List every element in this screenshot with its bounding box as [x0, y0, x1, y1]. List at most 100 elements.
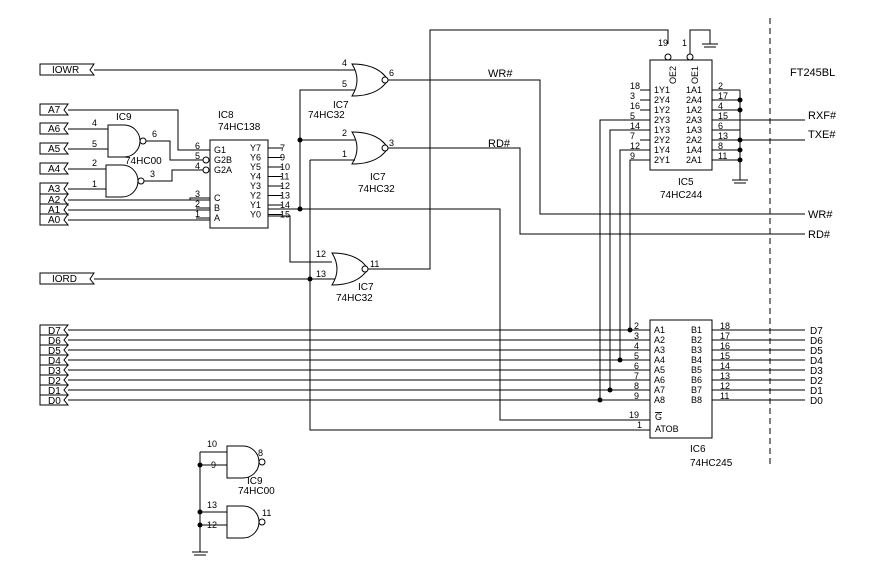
- wr-out-label: WR#: [808, 209, 833, 221]
- ic7-type-1: 74HC32: [308, 110, 345, 121]
- ic7-name-2: IC7: [370, 172, 386, 183]
- ic6-pin-number: 17: [720, 331, 730, 341]
- ic9-unused-gates: 10 9 8 IC9 74HC00 13 12 11: [192, 439, 275, 556]
- ic5-pin-name: 2A2: [686, 135, 702, 145]
- ic5-pin-name: 2Y4: [654, 95, 670, 105]
- ic6-pin-name: A5: [654, 365, 665, 375]
- a1-terminal: [39, 203, 70, 216]
- ic8-pin-name: B: [214, 203, 220, 213]
- ic7-gate1: [351, 63, 389, 97]
- d-in-label: D0: [48, 396, 61, 407]
- ic6-pin-number: 6: [634, 361, 639, 371]
- iowr-label: IOWR: [52, 65, 79, 76]
- ic6-pin-number: 4: [634, 341, 639, 351]
- ic6-pin-name: A3: [654, 345, 665, 355]
- pin-label: OE1: [690, 66, 700, 84]
- a0-label: A0: [48, 215, 61, 226]
- ic5-pin-number: 15: [718, 111, 728, 121]
- ic6-name: IC6: [690, 444, 706, 455]
- ic7-gate3: [331, 252, 369, 286]
- ic5-pin-name: 2Y3: [654, 115, 670, 125]
- pin-label: 12: [316, 249, 326, 259]
- pin-label: 1: [637, 420, 642, 430]
- ic8-name: IC8: [218, 110, 234, 121]
- ic5-pin-number: 9: [630, 151, 635, 161]
- rd-out-label: RD#: [808, 229, 831, 241]
- d-out-label: D7: [810, 326, 823, 337]
- ic6-pin-number: 13: [720, 371, 730, 381]
- ic8-pin-number: 11: [280, 172, 289, 182]
- ic6-pin-number: 16: [720, 341, 730, 351]
- iord-label: IORD: [52, 274, 77, 285]
- ic7-wires: WR# RD#: [94, 29, 805, 431]
- d-in-label: D1: [48, 386, 61, 397]
- a3-label: A3: [48, 184, 61, 195]
- d-in-label: D5: [48, 346, 61, 357]
- pin-label: G: [655, 412, 662, 422]
- ic9-name: IC9: [116, 112, 132, 123]
- ic6-pin-number: 3: [634, 331, 639, 341]
- a0-terminal: [39, 213, 70, 226]
- ic8-g2a-bubble: [202, 166, 210, 174]
- d-in-terminal: [39, 374, 70, 386]
- ic8-pin-number: 10: [280, 162, 290, 172]
- ic6-pin-number: 14: [720, 361, 730, 371]
- ic7-gate2-bubble: [381, 144, 389, 152]
- ic6-body: [649, 319, 713, 439]
- ic8-pin-name: Y5: [250, 162, 261, 172]
- ic5-pin-number: 5: [630, 111, 635, 121]
- d-out-label: D4: [810, 356, 823, 367]
- ic6-pin-name: A7: [654, 385, 665, 395]
- ic6-pin-name: A1: [654, 325, 665, 335]
- a5-label: A5: [48, 144, 61, 155]
- ic9-nand-gates: IC9 4 5 6 74HC00 2 1 3: [92, 112, 162, 198]
- ic7-gate1-bubble: [381, 76, 389, 84]
- ic5-pin-name: 2A3: [686, 115, 702, 125]
- ic8-pin-number: 6: [195, 141, 200, 151]
- ic9-gate2-bubble: [137, 177, 145, 185]
- ic5-pin-name: 1Y4: [654, 145, 670, 155]
- ic5-pin-number: 2: [718, 81, 723, 91]
- pin-label: 1: [92, 179, 97, 189]
- pin-label: 1: [682, 38, 687, 48]
- ic5-pin-name: 1Y2: [654, 105, 670, 115]
- ic5-pin-number: 6: [718, 121, 723, 131]
- a5-terminal: [39, 142, 70, 155]
- input-terminals: IOWR IORD A7 A6 A5 A4 A3 A2 A1 A0 D7D6D5…: [39, 63, 96, 407]
- ic8-pin-number: 15: [280, 210, 290, 220]
- a4-label: A4: [48, 164, 61, 175]
- pin-label: 6: [152, 129, 157, 139]
- ic6-pin-number: 8: [634, 381, 639, 391]
- pin-label: 13: [316, 269, 326, 279]
- ic9-type-2: 74HC00: [238, 486, 275, 497]
- pin-label: 8: [258, 448, 263, 458]
- txe-label: TXE#: [808, 129, 836, 141]
- ic6-pin-name: B1: [691, 325, 702, 335]
- ic8-g2b-bubble: [202, 156, 210, 164]
- d-out-label: D5: [810, 346, 823, 357]
- d-out-label: D2: [810, 376, 823, 387]
- ic9-gate4: [226, 505, 260, 539]
- pin-label: 1: [342, 149, 347, 159]
- ic5-pin-name: 1A3: [686, 125, 702, 135]
- ic6-pin-name: A8: [654, 395, 665, 405]
- d-out-label: D1: [810, 386, 823, 397]
- ic5-type: 74HC244: [660, 190, 703, 201]
- ic5-pin-number: 11: [718, 151, 727, 161]
- ic6-pin-name: A6: [654, 375, 665, 385]
- ic6-pin-number: 18: [720, 321, 730, 331]
- pin-label: 4: [342, 58, 347, 68]
- ic9-input-wires: [68, 109, 204, 190]
- rxf-label: RXF#: [808, 110, 837, 122]
- ic8-pin-name: Y3: [250, 181, 261, 191]
- ic5-pin-number: 8: [718, 141, 723, 151]
- ic8-pin-name: Y2: [250, 191, 261, 201]
- pin-label: OE2: [668, 66, 678, 84]
- d-in-label: D6: [48, 336, 61, 347]
- ic6-pin-name: B4: [691, 355, 702, 365]
- ic8-pin-number: 14: [280, 200, 290, 210]
- ic5-pin-number: 7: [630, 131, 635, 141]
